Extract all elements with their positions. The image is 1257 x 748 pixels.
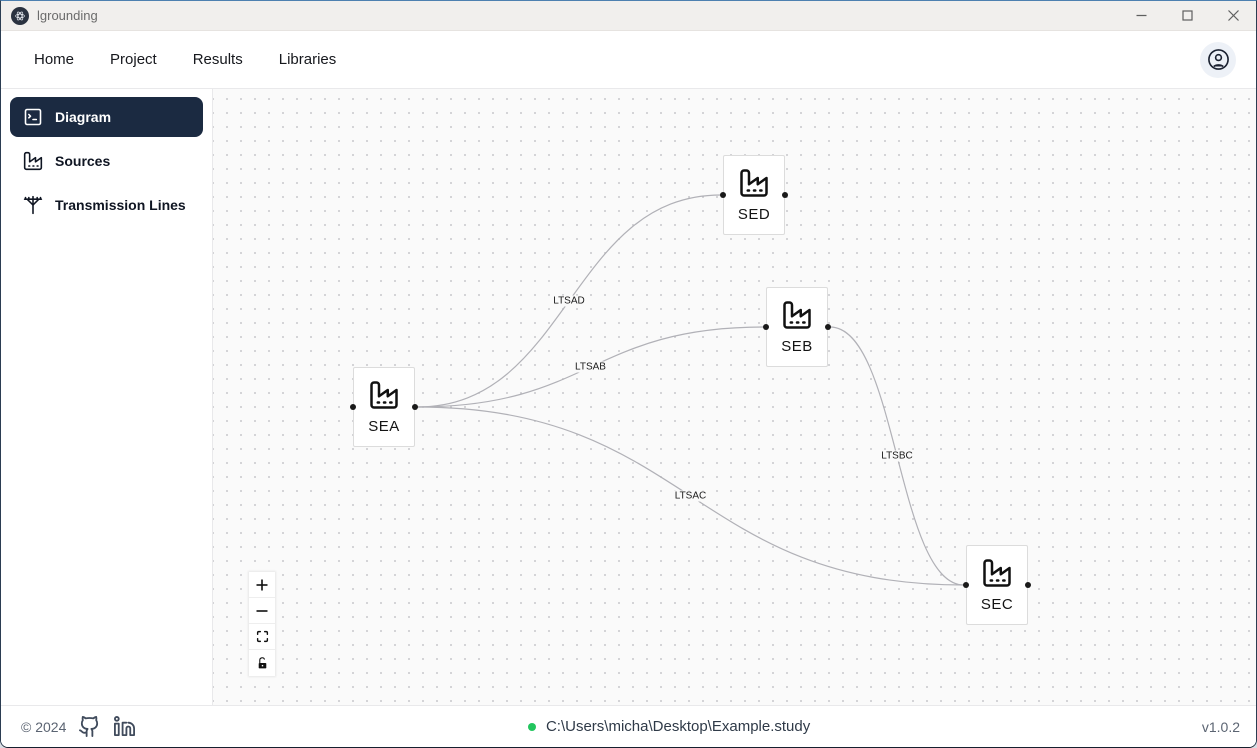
linkedin-icon	[114, 716, 136, 737]
node-handle-right[interactable]	[782, 192, 788, 198]
node-label: SED	[737, 205, 771, 223]
github-link[interactable]	[78, 715, 101, 738]
diagram-node-SED[interactable]: SED	[720, 155, 788, 235]
diagram-node-SEB[interactable]: SEB	[763, 287, 831, 367]
node-handle-left[interactable]	[963, 582, 969, 588]
edge-label-LTSAD[interactable]: LTSAD	[551, 295, 587, 307]
node-handle-left[interactable]	[350, 404, 356, 410]
node-label: SEC	[980, 595, 1014, 613]
user-icon	[1207, 49, 1229, 70]
top-navbar: Home Project Results Libraries	[1, 31, 1256, 89]
nav-item-results[interactable]: Results	[192, 51, 243, 68]
user-account-button[interactable]	[1200, 41, 1236, 78]
canvas-controls	[249, 572, 275, 676]
sidebar-item-diagram[interactable]: Diagram	[10, 97, 203, 137]
factory-icon	[739, 168, 769, 203]
edge-label-LTSBC[interactable]: LTSBC	[879, 450, 915, 462]
node-handle-right[interactable]	[412, 404, 418, 410]
app-logo-icon	[11, 6, 29, 25]
node-label: SEB	[781, 337, 813, 355]
sidebar-item-transmission-lines[interactable]: Transmission Lines	[10, 185, 203, 225]
lock-icon	[258, 656, 266, 668]
sidebar-item-label: Sources	[55, 153, 111, 169]
factory-icon	[982, 558, 1012, 593]
plus-icon	[256, 579, 268, 590]
minimize-icon	[1136, 14, 1146, 17]
utility-pole-icon	[23, 195, 43, 215]
sidebar-item-label: Diagram	[55, 109, 112, 125]
factory-icon	[23, 151, 43, 171]
nav-item-project[interactable]: Project	[110, 51, 157, 68]
status-bar: © 2024 C:\Users\micha\Desktop\Example.st…	[1, 705, 1256, 747]
minimize-button[interactable]	[1118, 1, 1164, 30]
node-handle-left[interactable]	[720, 192, 726, 198]
diagram-node-SEC[interactable]: SEC	[963, 545, 1031, 625]
main-area: Diagram Sources Transmission Lines	[1, 89, 1256, 705]
diagram-node-SEA[interactable]: SEA	[350, 367, 418, 447]
factory-icon	[782, 300, 812, 335]
edge-label-LTSAB[interactable]: LTSAB	[573, 361, 608, 373]
factory-icon	[369, 380, 399, 415]
node-handle-right[interactable]	[1025, 582, 1031, 588]
node-handle-right[interactable]	[825, 324, 831, 330]
edge-label-LTSAC[interactable]: LTSAC	[672, 490, 709, 502]
close-button[interactable]	[1210, 1, 1256, 30]
window-controls	[1118, 1, 1256, 30]
linkedin-link[interactable]	[113, 715, 136, 738]
github-icon	[79, 716, 99, 737]
node-handle-left[interactable]	[763, 324, 769, 330]
minus-icon	[256, 609, 268, 612]
sidebar-item-label: Transmission Lines	[55, 197, 186, 213]
copyright-text: © 2024	[21, 718, 67, 735]
sidebar: Diagram Sources Transmission Lines	[1, 89, 213, 705]
zoom-out-button[interactable]	[249, 598, 275, 624]
open-file-status: C:\Users\micha\Desktop\Example.study	[136, 718, 1202, 735]
file-path: C:\Users\micha\Desktop\Example.study	[545, 718, 811, 735]
nav-item-home[interactable]: Home	[34, 51, 75, 68]
sidebar-item-sources[interactable]: Sources	[10, 141, 203, 181]
fit-view-button[interactable]	[249, 624, 275, 650]
maximize-icon	[1181, 10, 1193, 21]
diagram-canvas[interactable]: SEA SED SEB SEC	[213, 89, 1256, 705]
status-dot	[527, 722, 536, 731]
fit-view-icon	[256, 630, 268, 643]
nav-item-libraries[interactable]: Libraries	[278, 51, 337, 68]
app-title: lgrounding	[37, 8, 98, 23]
maximize-button[interactable]	[1164, 1, 1210, 30]
titlebar: lgrounding	[1, 1, 1256, 31]
close-icon	[1227, 10, 1239, 21]
node-label: SEA	[368, 417, 400, 435]
square-terminal-icon	[24, 108, 42, 126]
lock-button[interactable]	[249, 650, 275, 676]
version-label: v1.0.2	[1201, 718, 1240, 735]
zoom-in-button[interactable]	[249, 572, 275, 598]
